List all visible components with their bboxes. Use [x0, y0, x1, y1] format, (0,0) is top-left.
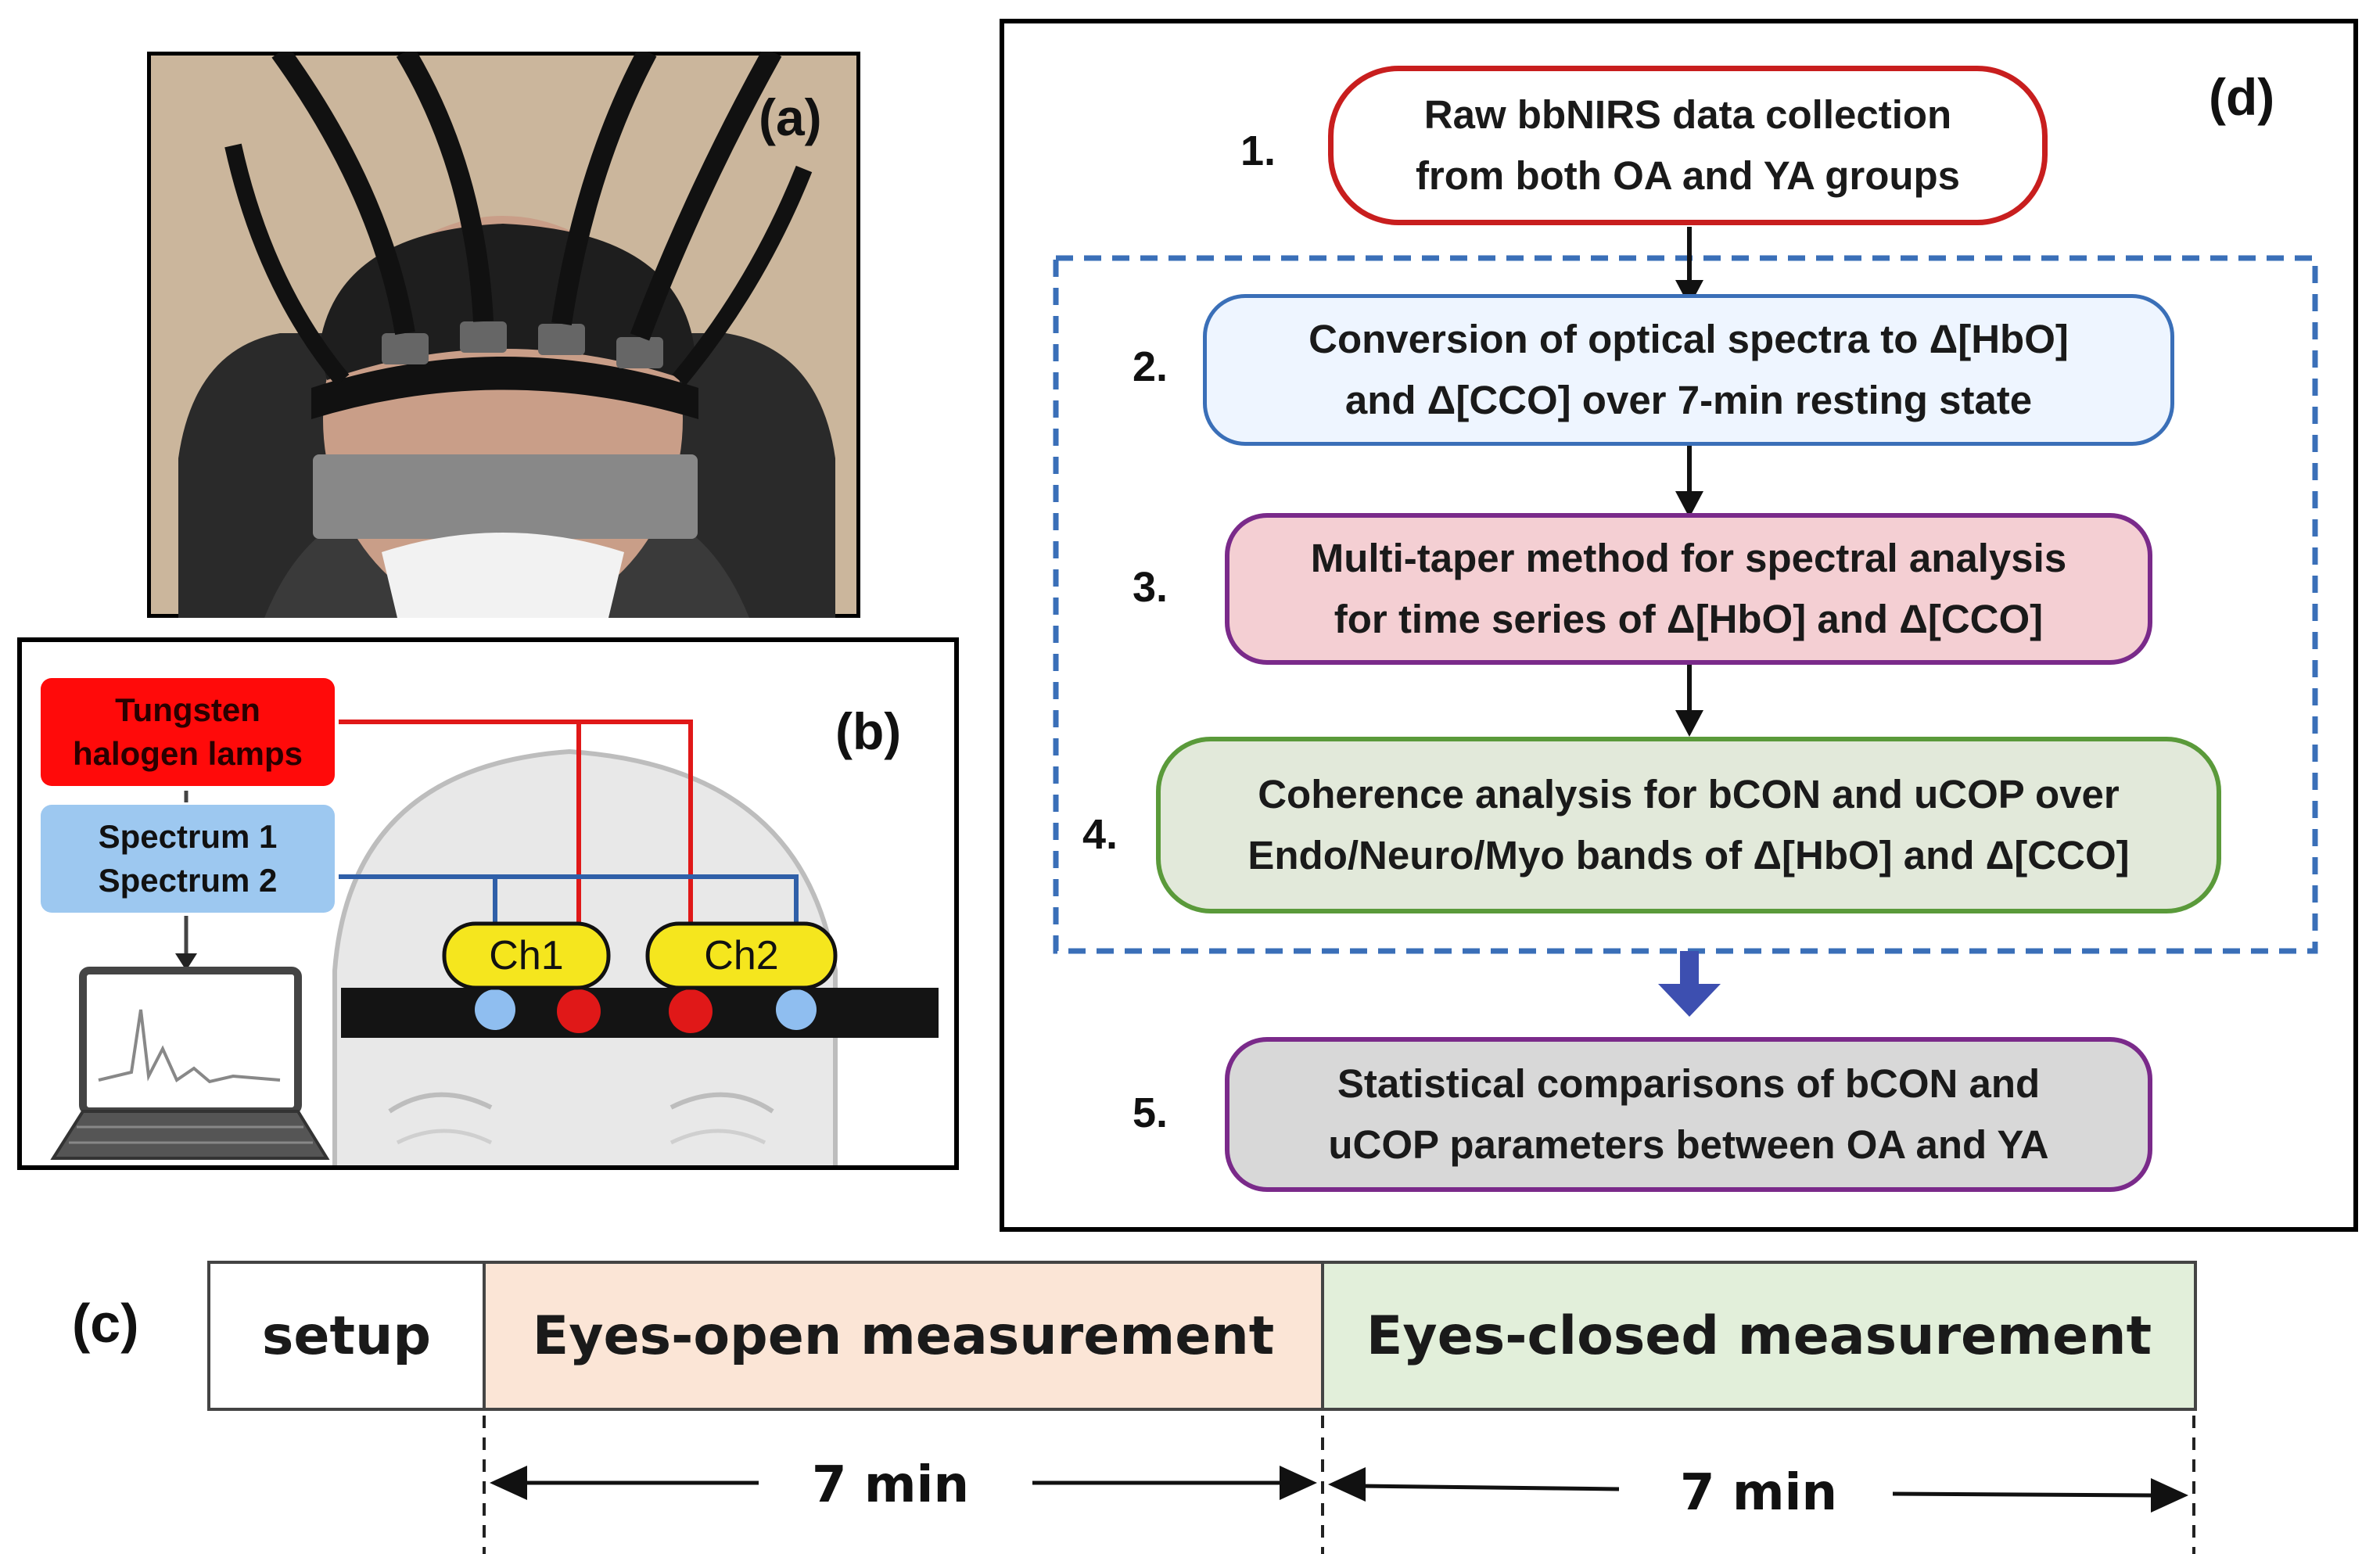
- setup-segment: setup: [207, 1261, 483, 1411]
- panel-b-label: (b): [835, 702, 902, 760]
- spectrum-box: Spectrum 1 Spectrum 2: [41, 805, 335, 913]
- ch2-label: Ch2: [704, 933, 779, 978]
- panel-a-label: (a): [759, 88, 822, 146]
- step-2-text: Conversion of optical spectra to Δ[HbO] …: [1308, 317, 2069, 422]
- device-schematic: [50, 720, 939, 1165]
- step-4-box: Coherence analysis for bCON and uCOP ove…: [1156, 737, 2221, 913]
- step-3-text: Multi-taper method for spectral analysis…: [1310, 536, 2067, 641]
- panel-d-label: (d): [2209, 68, 2275, 126]
- participant-photo: [147, 52, 860, 618]
- step-3-box: Multi-taper method for spectral analysis…: [1225, 513, 2152, 665]
- source-dot-ch1: [557, 989, 601, 1033]
- headband: [341, 988, 939, 1038]
- step-3-number: 3.: [1133, 564, 1168, 611]
- ch1-label: Ch1: [489, 933, 564, 978]
- step-5-text: Statistical comparisons of bCON and uCOP…: [1328, 1061, 2049, 1167]
- laptop-icon: [50, 967, 330, 1160]
- step-5-number: 5.: [1133, 1089, 1168, 1136]
- duration-open: 7 min: [812, 1456, 969, 1514]
- step-2-number: 2.: [1133, 343, 1168, 390]
- duration-closed: 7 min: [1680, 1464, 1837, 1522]
- eyes-open-label: Eyes-open measurement: [532, 1305, 1275, 1367]
- panel-c-label: (c): [72, 1293, 139, 1354]
- duration-arrows: [483, 1416, 2195, 1554]
- step-1-number: 1.: [1240, 127, 1276, 174]
- detector-dot-left: [475, 989, 515, 1030]
- source-dot-ch2: [669, 989, 713, 1033]
- step-4-text: Coherence analysis for bCON and uCOP ove…: [1247, 772, 2130, 877]
- detector-dot-right: [776, 989, 817, 1030]
- eyes-closed-label: Eyes-closed measurement: [1366, 1305, 2152, 1367]
- step-1-text: Raw bbNIRS data collection from both OA …: [1415, 92, 1961, 198]
- step-5-box: Statistical comparisons of bCON and uCOP…: [1225, 1037, 2152, 1192]
- flowchart-connectors: [1053, 227, 2318, 1017]
- panel-b: Tungsten halogen lamps Spectrum 1 Spectr…: [17, 637, 959, 1170]
- panel-a: (a): [147, 52, 860, 618]
- ch1-pill: [442, 921, 611, 990]
- eyes-closed-segment: Eyes-closed measurement: [1321, 1261, 2197, 1411]
- step-4-number: 4.: [1082, 811, 1118, 858]
- setup-label: setup: [261, 1305, 432, 1367]
- ch2-pill: [645, 921, 838, 990]
- lamp-box: Tungsten halogen lamps: [41, 678, 335, 786]
- step-2-box: Conversion of optical spectra to Δ[HbO] …: [1203, 294, 2174, 446]
- eyes-open-segment: Eyes-open measurement: [483, 1261, 1321, 1411]
- spectrum-label: Spectrum 1 Spectrum 2: [98, 818, 278, 899]
- panel-d: Raw bbNIRS data collection from both OA …: [1000, 19, 2358, 1232]
- step-1-box: Raw bbNIRS data collection from both OA …: [1328, 66, 2048, 225]
- lamp-label: Tungsten halogen lamps: [72, 691, 303, 772]
